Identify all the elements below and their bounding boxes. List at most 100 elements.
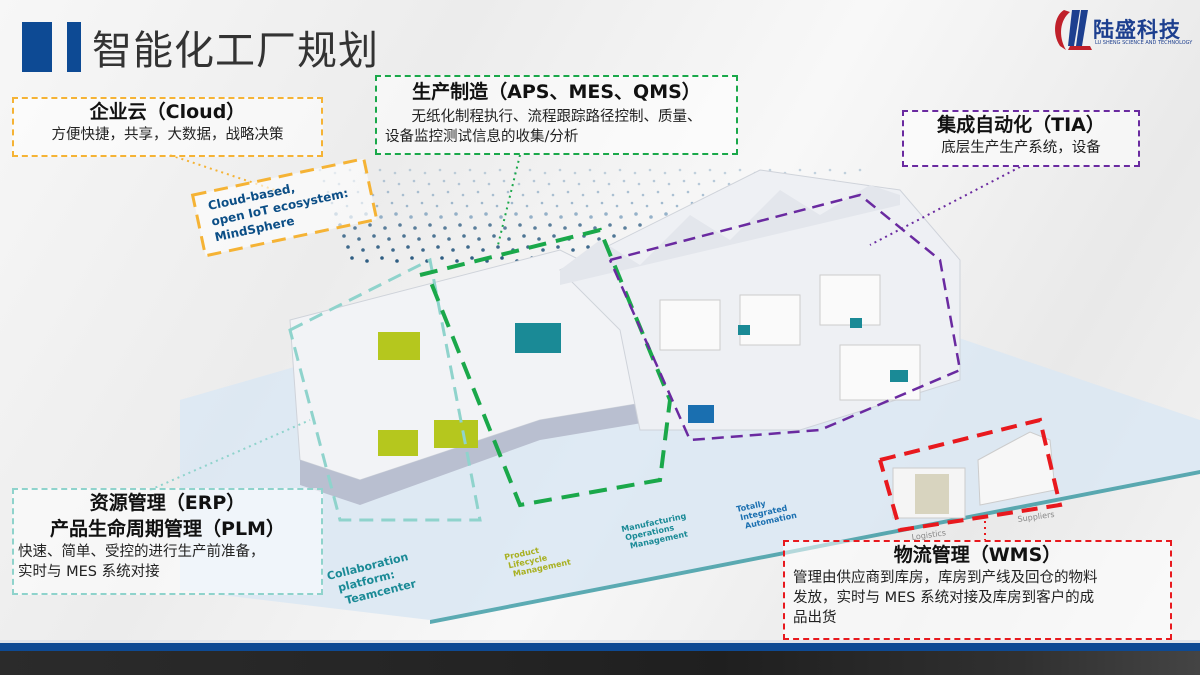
screen <box>434 420 478 448</box>
iot-dot <box>563 226 567 230</box>
iot-dot <box>491 193 495 197</box>
iot-dot <box>577 182 581 186</box>
iot-dot <box>500 256 504 260</box>
iot-dot <box>608 223 612 227</box>
iot-dot <box>379 215 383 219</box>
iot-dot <box>525 204 529 208</box>
iot-dot <box>532 179 536 183</box>
iot-dot <box>828 168 832 172</box>
iot-dot <box>686 190 690 194</box>
iot-dot <box>573 171 577 175</box>
iot-dot <box>521 193 525 197</box>
iot-dot <box>440 256 444 260</box>
production-line-1: 无纸化制程执行、流程跟踪路径控制、质量、 <box>411 109 702 125</box>
iot-dot <box>585 204 589 208</box>
iot-dot <box>496 245 500 249</box>
iot-dot <box>421 248 425 252</box>
iot-dot <box>466 245 470 249</box>
iot-dot <box>410 256 414 260</box>
iot-dot <box>645 204 649 208</box>
iot-dot <box>536 190 540 194</box>
footer-blue-bar <box>0 643 1200 651</box>
iot-dot <box>458 223 462 227</box>
iot-dot <box>427 182 431 186</box>
erp-line-1: 快速、简单、受控的进行生产前准备， <box>18 544 265 560</box>
iot-dot <box>423 171 427 175</box>
wms-heading: 物流管理（WMS） <box>893 544 1062 566</box>
erp-line-2: 实时与 MES 系统对接 <box>18 564 160 580</box>
iot-dot <box>600 201 604 205</box>
iot-dot <box>401 193 405 197</box>
iot-dot <box>544 212 548 216</box>
iot-dot <box>738 168 742 172</box>
iot-dot <box>394 212 398 216</box>
cloud-text: 方便快捷，共享，大数据，战略决策 <box>51 127 284 143</box>
company-logo-icon <box>1055 10 1092 50</box>
iot-dot <box>416 190 420 194</box>
iot-dot <box>586 245 590 249</box>
iot-dot <box>483 171 487 175</box>
iot-dot <box>495 204 499 208</box>
screen <box>378 332 420 360</box>
erp-box: 资源管理（ERP） 产品生命周期管理（PLM） 快速、简单、受控的进行生产前准备… <box>12 488 323 595</box>
iot-dot <box>562 179 566 183</box>
iot-dot <box>663 171 667 175</box>
iot-dot <box>455 259 459 263</box>
iot-dot <box>675 204 679 208</box>
iot-dot <box>391 248 395 252</box>
production-line-2: 设备监控测试信息的收集/分析 <box>385 129 579 145</box>
iot-dot <box>446 190 450 194</box>
iot-dot <box>468 168 472 172</box>
page-title: 智能化工厂规划 <box>92 28 379 74</box>
iot-dot <box>667 182 671 186</box>
iot-dot <box>406 245 410 249</box>
iot-dot <box>412 179 416 183</box>
tia-text: 底层生产生产系统，设备 <box>941 140 1101 156</box>
iot-dot <box>353 226 357 230</box>
iot-dot <box>498 168 502 172</box>
wms-line-2: 发放，实时与 MES 系统对接及库房到客户的成 <box>793 590 1095 606</box>
iot-dot <box>488 223 492 227</box>
iot-dot <box>435 204 439 208</box>
iot-dot <box>518 223 522 227</box>
iot-dot <box>843 171 847 175</box>
iot-dot <box>768 168 772 172</box>
iot-dot <box>438 168 442 172</box>
iot-dot <box>552 234 556 238</box>
iot-dot <box>476 190 480 194</box>
iot-dot <box>693 171 697 175</box>
iot-dot <box>387 237 391 241</box>
iot-dot <box>558 168 562 172</box>
iot-dot <box>398 223 402 227</box>
iot-dot <box>612 234 616 238</box>
iot-dot <box>656 190 660 194</box>
iot-dot <box>514 212 518 216</box>
logo-name: 陆盛科技 <box>1093 18 1181 42</box>
iot-dot <box>566 190 570 194</box>
iot-dot <box>461 193 465 197</box>
iot-dot <box>649 215 653 219</box>
iot-dot <box>528 168 532 172</box>
iot-dot <box>386 190 390 194</box>
iot-dot <box>450 201 454 205</box>
iot-dot <box>660 201 664 205</box>
iot-dot <box>626 190 630 194</box>
wms-line-1: 管理由供应商到库房，库房到产线及回仓的物料 <box>793 570 1098 586</box>
iot-dot <box>556 245 560 249</box>
iot-dot <box>375 204 379 208</box>
iot-dot <box>648 168 652 172</box>
iot-dot <box>383 226 387 230</box>
iot-dot <box>451 248 455 252</box>
iot-dot <box>409 215 413 219</box>
iot-dot <box>447 237 451 241</box>
iot-dot <box>708 168 712 172</box>
iot-dot <box>395 259 399 263</box>
iot-dot <box>551 193 555 197</box>
iot-dot <box>603 171 607 175</box>
iot-dot <box>346 245 350 249</box>
iot-dot <box>634 212 638 216</box>
iot-dot <box>436 245 440 249</box>
iot-dot <box>559 215 563 219</box>
iot-dot <box>671 193 675 197</box>
iot-dot <box>548 223 552 227</box>
